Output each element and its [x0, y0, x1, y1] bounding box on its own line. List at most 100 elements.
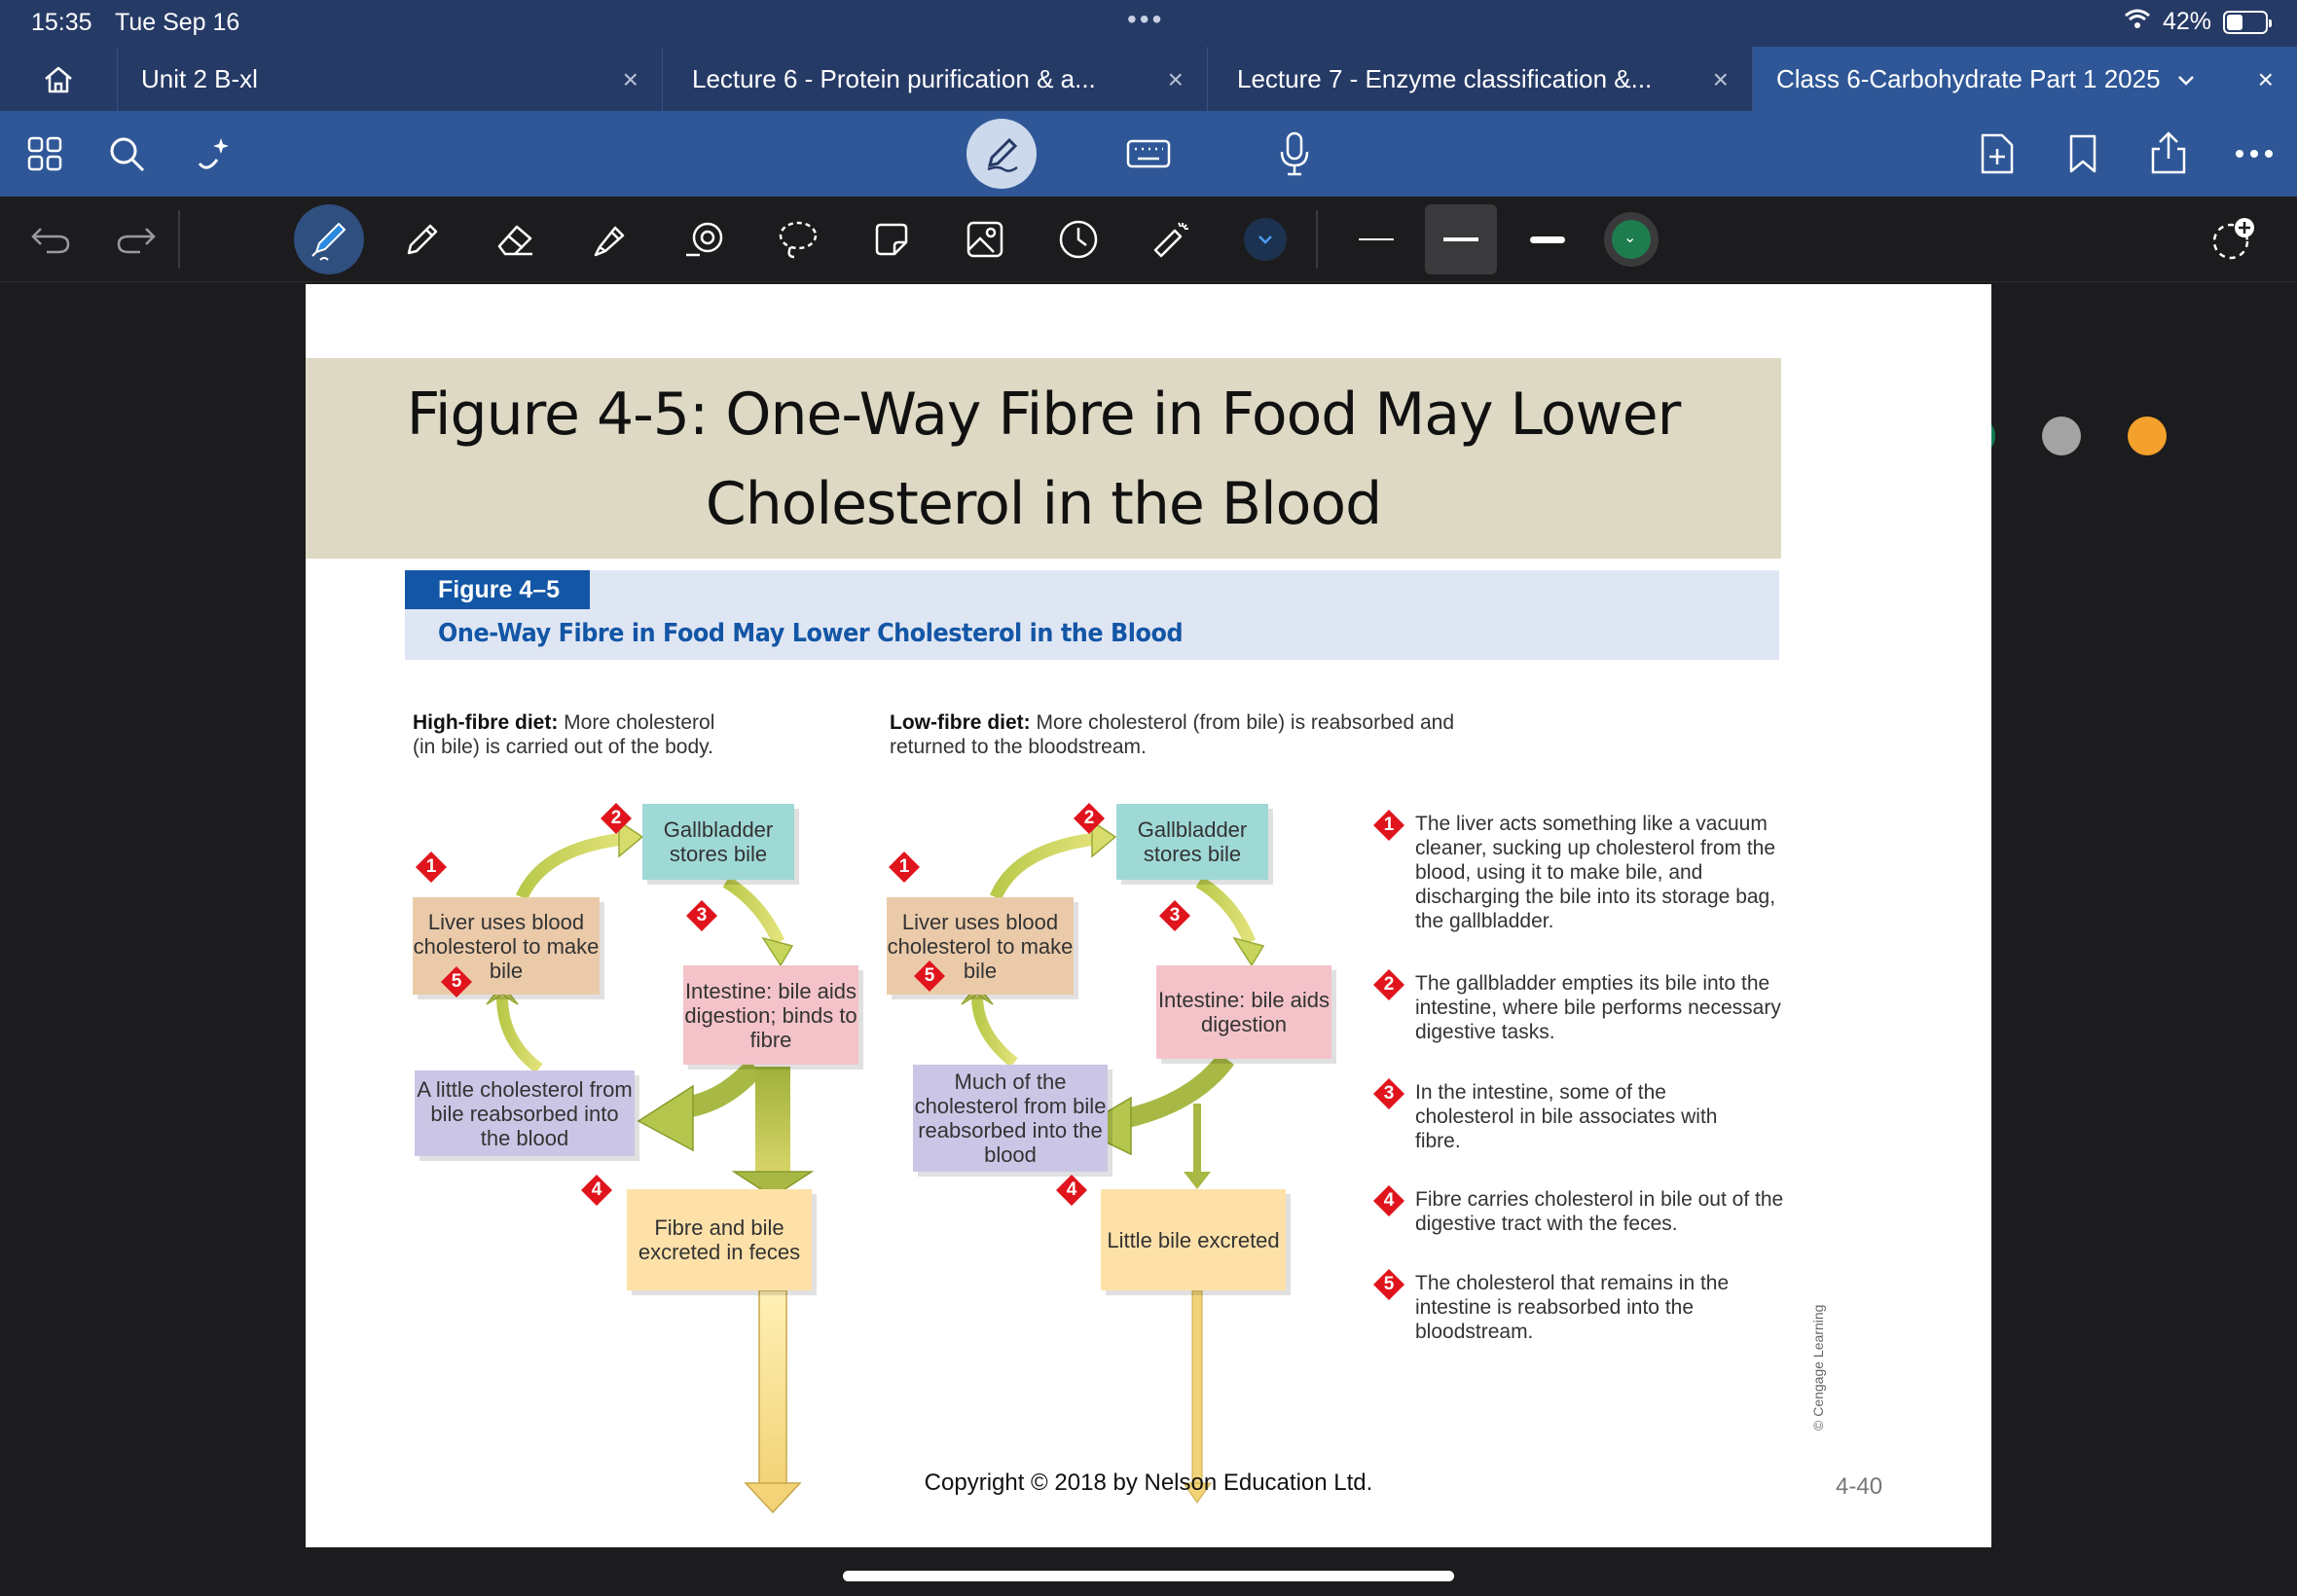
legend-note: 1 The liver acts something like a vacuum…: [1373, 810, 1805, 933]
badge-number: 4: [1383, 1190, 1395, 1211]
badge-number: 3: [696, 905, 708, 925]
badge-number: 2: [610, 808, 622, 828]
stroke-thick[interactable]: [1518, 210, 1577, 269]
tab-unit-2[interactable]: Unit 2 B-xl ×: [117, 47, 662, 111]
stroke-thin-line: [1359, 238, 1394, 240]
step-badge: 1: [415, 851, 448, 884]
add-page-icon[interactable]: [1976, 128, 2019, 179]
tab-lecture-6[interactable]: Lecture 6 - Protein purification & a... …: [662, 47, 1207, 111]
figure-header: Figure 4–5 One-Way Fibre in Food May Low…: [405, 570, 1779, 660]
step-badge: 3: [1158, 899, 1191, 932]
sticker-icon[interactable]: [862, 210, 921, 269]
note-text: In the intestine, some of the cholestero…: [1415, 1081, 1718, 1152]
gallbladder-box: Gallbladder stores bile: [642, 804, 794, 880]
chevron-down-icon[interactable]: [2176, 64, 2196, 94]
copyright-text: Copyright © 2018 by Nelson Education Ltd…: [924, 1469, 1373, 1496]
color-swatch[interactable]: [2128, 417, 2167, 455]
fountain-pen-icon[interactable]: [294, 204, 364, 274]
pencil-icon[interactable]: [393, 210, 452, 269]
timer-icon[interactable]: [1049, 210, 1108, 269]
bookmark-icon[interactable]: [2063, 128, 2102, 179]
home-indicator[interactable]: [843, 1571, 1454, 1581]
caption-text: More cholesterol (in bile) is carried ou…: [413, 711, 715, 758]
arrow-stem-thin: [1193, 1104, 1201, 1176]
reabsorbed-box: Much of the cholesterol from bile reabso…: [913, 1065, 1108, 1172]
liver-box: Liver uses blood cholesterol to make bil…: [413, 897, 600, 995]
step-badge: 5: [1372, 1268, 1405, 1301]
close-icon[interactable]: ×: [1712, 64, 1729, 94]
shapes-icon[interactable]: [675, 210, 734, 269]
legend-note: 2 The gallbladder empties its bile into …: [1373, 969, 1805, 1044]
badge-number: 1: [425, 856, 437, 877]
badge-number: 5: [924, 965, 935, 986]
arrowhead: [637, 1084, 694, 1152]
laser-pointer-icon[interactable]: [1143, 210, 1201, 269]
add-color-icon[interactable]: [2204, 210, 2262, 269]
close-icon[interactable]: ×: [2257, 64, 2274, 94]
tab-class-6[interactable]: Class 6-Carbohydrate Part 1 2025 ×: [1752, 47, 2297, 111]
page-number: 4-40: [1836, 1473, 1883, 1500]
arrow-reabsorbed-to-liver: [496, 996, 543, 1073]
redo-icon[interactable]: [107, 210, 165, 269]
legend-note: 5 The cholesterol that remains in the in…: [1373, 1269, 1736, 1344]
more-tools-chevron-icon[interactable]: [1236, 210, 1294, 269]
legend-note: 4 Fibre carries cholesterol in bile out …: [1373, 1185, 1805, 1236]
reabsorbed-box: A little cholesterol from bile reabsorbe…: [415, 1070, 635, 1156]
badge-number: 4: [591, 1179, 602, 1200]
step-badge: 4: [1372, 1184, 1405, 1217]
microphone-icon[interactable]: [1271, 128, 1318, 179]
image-icon[interactable]: [956, 210, 1014, 269]
high-fibre-caption: High-fibre diet: More cholesterol (in bi…: [413, 710, 734, 759]
step-badge: 1: [1372, 809, 1405, 842]
status-bar: 15:35 Tue Sep 16 ••• 42%: [0, 0, 2297, 45]
eraser-icon[interactable]: [487, 210, 545, 269]
divider: [178, 210, 180, 269]
color-swatch[interactable]: ⌄: [1612, 220, 1651, 259]
tab-label: Class 6-Carbohydrate Part 1 2025: [1776, 63, 2161, 93]
keyboard-icon[interactable]: [1121, 130, 1176, 177]
arrowhead: [1184, 1172, 1211, 1189]
tab-lecture-7[interactable]: Lecture 7 - Enzyme classification &... ×: [1207, 47, 1752, 111]
multitasking-dots-icon[interactable]: •••: [1127, 4, 1165, 34]
arrowhead: [761, 936, 794, 967]
badge-number: 2: [1083, 808, 1095, 828]
undo-icon[interactable]: [21, 210, 80, 269]
ai-sparkle-icon[interactable]: [191, 130, 237, 177]
image-credit: © Cengage Learning: [1810, 1304, 1826, 1431]
caption-label: Low-fibre diet:: [890, 711, 1031, 734]
badge-number: 3: [1383, 1083, 1395, 1104]
stroke-thick-line: [1530, 236, 1565, 243]
status-time: 15:35: [31, 9, 92, 36]
arrow-reabsorbed-to-liver: [971, 996, 1018, 1068]
note-text: The liver acts something like a vacuum c…: [1415, 813, 1776, 932]
figure-subtitle: One-Way Fibre in Food May Lower Choleste…: [438, 619, 1184, 648]
home-icon[interactable]: [31, 58, 86, 101]
tab-label: Unit 2 B-xl: [141, 63, 258, 93]
selected-check-icon: ⌄: [1623, 230, 1637, 246]
exit-arrowhead: [1183, 1482, 1212, 1504]
highlighter-icon[interactable]: [580, 210, 638, 269]
wifi-icon: [2124, 8, 2151, 36]
grid-icon[interactable]: [21, 130, 68, 177]
legend-note: 3 In the intestine, some of the choleste…: [1373, 1078, 1736, 1153]
stroke-medium[interactable]: [1425, 204, 1497, 274]
pen-mode-icon[interactable]: [966, 119, 1037, 189]
step-badge: 4: [1055, 1174, 1088, 1207]
arrow-liver-to-gallbladder: [516, 832, 624, 900]
close-icon[interactable]: ×: [622, 64, 638, 94]
badge-number: 4: [1066, 1179, 1077, 1200]
color-swatch[interactable]: [2042, 417, 2081, 455]
close-icon[interactable]: ×: [1167, 64, 1184, 94]
lasso-icon[interactable]: [769, 210, 827, 269]
tab-label: Lecture 7 - Enzyme classification &...: [1237, 63, 1653, 93]
search-icon[interactable]: [103, 130, 150, 177]
more-icon[interactable]: [2231, 136, 2278, 171]
badge-number: 1: [898, 856, 910, 877]
badge-number: 5: [451, 971, 462, 992]
app-header: 15:35 Tue Sep 16 ••• 42% Unit 2 B-xl × L…: [0, 0, 2297, 197]
stroke-thin[interactable]: [1347, 210, 1405, 269]
step-badge: 3: [1372, 1077, 1405, 1110]
share-icon[interactable]: [2145, 127, 2192, 179]
document-page[interactable]: Figure 4-5: One-Way Fibre in Food May Lo…: [306, 284, 1991, 1547]
step-badge: 2: [600, 802, 633, 835]
